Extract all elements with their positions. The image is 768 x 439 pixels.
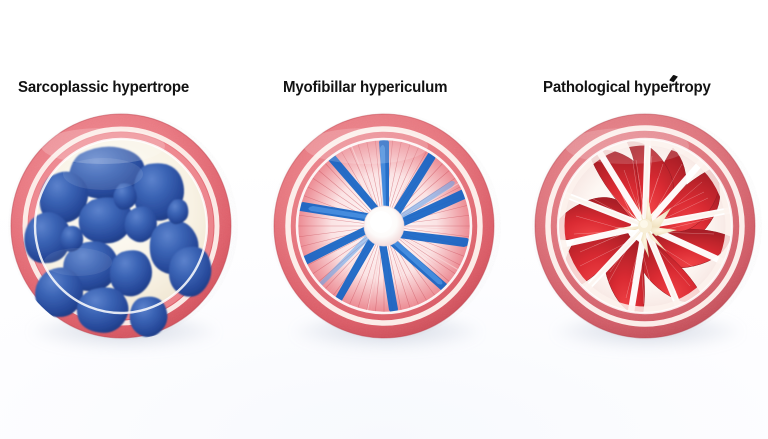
panel-label-pathological-text: Pathological hypertropy [543,79,711,96]
panel-pathological [532,112,762,350]
label-render-artifact: t [674,79,679,96]
muscle-cross-section-sarcoplasmic-icon [8,112,238,340]
panel-label-myofibrillar: Myofibillar hypericulum [283,79,448,96]
panel-label-pathological: Pathological hypertropy [543,79,711,97]
muscle-cross-section-pathological-icon [532,112,762,340]
muscle-cross-section-myofibrillar-icon [271,112,501,340]
panel-myofibrillar [271,112,501,350]
panel-sarcoplasmic [8,112,238,350]
panel-label-sarcoplasmic: Sarcoplassic hypertrope [18,79,190,96]
